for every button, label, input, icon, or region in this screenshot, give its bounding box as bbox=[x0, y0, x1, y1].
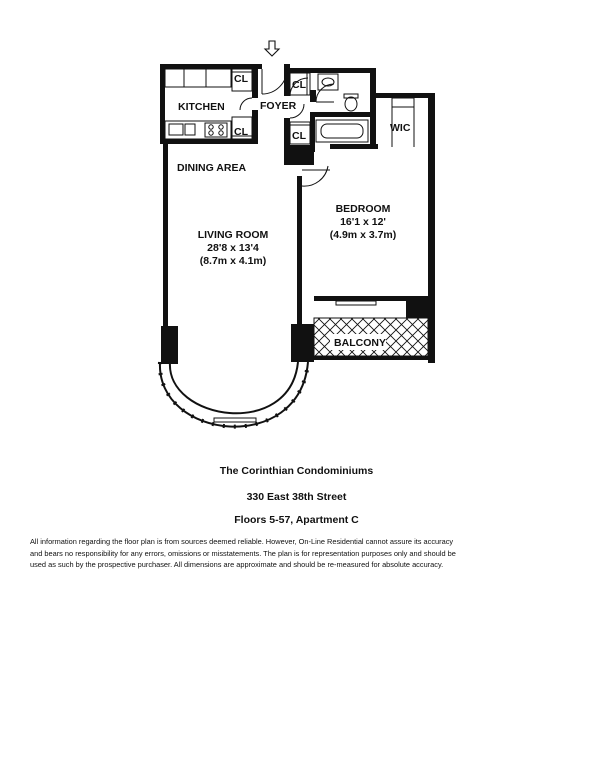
arrow-down-icon bbox=[263, 40, 281, 57]
closet-label: CL bbox=[234, 126, 249, 138]
floor-plan: KITCHEN FOYER DINING AREA LIVING ROOM 28… bbox=[157, 40, 435, 429]
apartment-floors: Floors 5-57, Apartment C bbox=[234, 514, 359, 526]
disclaimer-line: and bears no responsibility for any erro… bbox=[30, 548, 456, 558]
stove-icon bbox=[204, 122, 228, 138]
room-labels: KITCHEN FOYER DINING AREA LIVING ROOM 28… bbox=[177, 73, 411, 349]
closet-label: CL bbox=[292, 79, 307, 91]
wic-label: WIC bbox=[390, 122, 411, 134]
disclaimer-line: All information regarding the floor plan… bbox=[30, 537, 454, 546]
foyer-label: FOYER bbox=[260, 100, 297, 112]
door-swings bbox=[239, 68, 335, 187]
kitchen-label: KITCHEN bbox=[178, 101, 225, 113]
sink-icon bbox=[168, 123, 196, 136]
balcony-label: BALCONY bbox=[334, 337, 386, 349]
wic-shelf bbox=[391, 97, 415, 147]
closet-label: CL bbox=[234, 73, 249, 85]
bay-window bbox=[157, 361, 310, 429]
kitchen-counters bbox=[164, 68, 232, 140]
disclaimer: All information regarding the floor plan… bbox=[30, 536, 565, 571]
living-room-dimensions-metric: (8.7m x 4.1m) bbox=[200, 255, 267, 267]
bedroom-dimensions-metric: (4.9m x 3.7m) bbox=[330, 229, 397, 241]
toilet-icon bbox=[343, 93, 359, 112]
disclaimer-line: used as such by the prospective purchase… bbox=[30, 560, 444, 569]
bathtub-icon bbox=[315, 119, 369, 143]
closet-shelves bbox=[231, 68, 311, 145]
bathroom-sink-icon bbox=[317, 73, 339, 91]
living-room-label: LIVING ROOM bbox=[198, 229, 269, 241]
dining-area-label: DINING AREA bbox=[177, 162, 246, 174]
bedroom-dimensions: 16'1 x 12' bbox=[340, 216, 386, 228]
building-name: The Corinthian Condominiums bbox=[219, 465, 374, 477]
living-room-dimensions: 28'8 x 13'4 bbox=[207, 242, 259, 254]
bedroom-label: BEDROOM bbox=[336, 203, 391, 215]
walls bbox=[160, 64, 435, 364]
building-address: 330 East 38th Street bbox=[246, 491, 347, 503]
balcony bbox=[313, 300, 429, 357]
closet-label: CL bbox=[292, 130, 307, 142]
